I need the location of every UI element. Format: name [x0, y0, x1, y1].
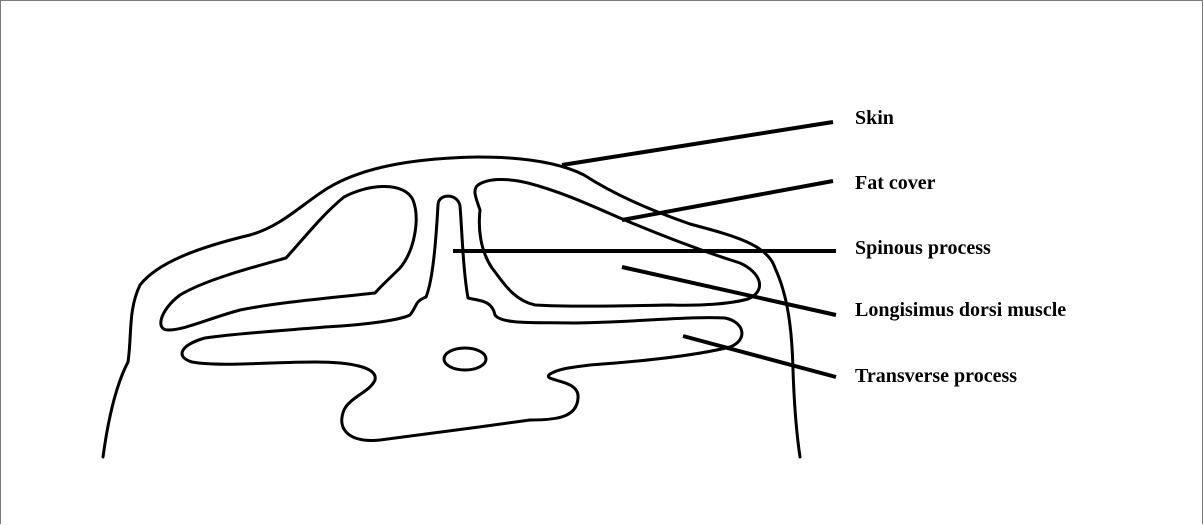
loin-eye-left-outline [161, 186, 416, 330]
skin-outline [103, 157, 800, 457]
transverse-process-leader-line [683, 336, 836, 377]
spinous-process-label: Spinous process [855, 237, 991, 259]
skin-leader-line [562, 122, 833, 165]
fat-cover-leader-line [622, 181, 833, 220]
longissimus-leader-line [622, 267, 836, 315]
spinal-canal-outline [444, 348, 486, 370]
fat-cover-label: Fat cover [855, 172, 936, 194]
transverse-process-label: Transverse process [855, 365, 1017, 387]
skin-label: Skin [855, 107, 894, 129]
longissimus-label: Longisimus dorsi muscle [855, 299, 1066, 321]
